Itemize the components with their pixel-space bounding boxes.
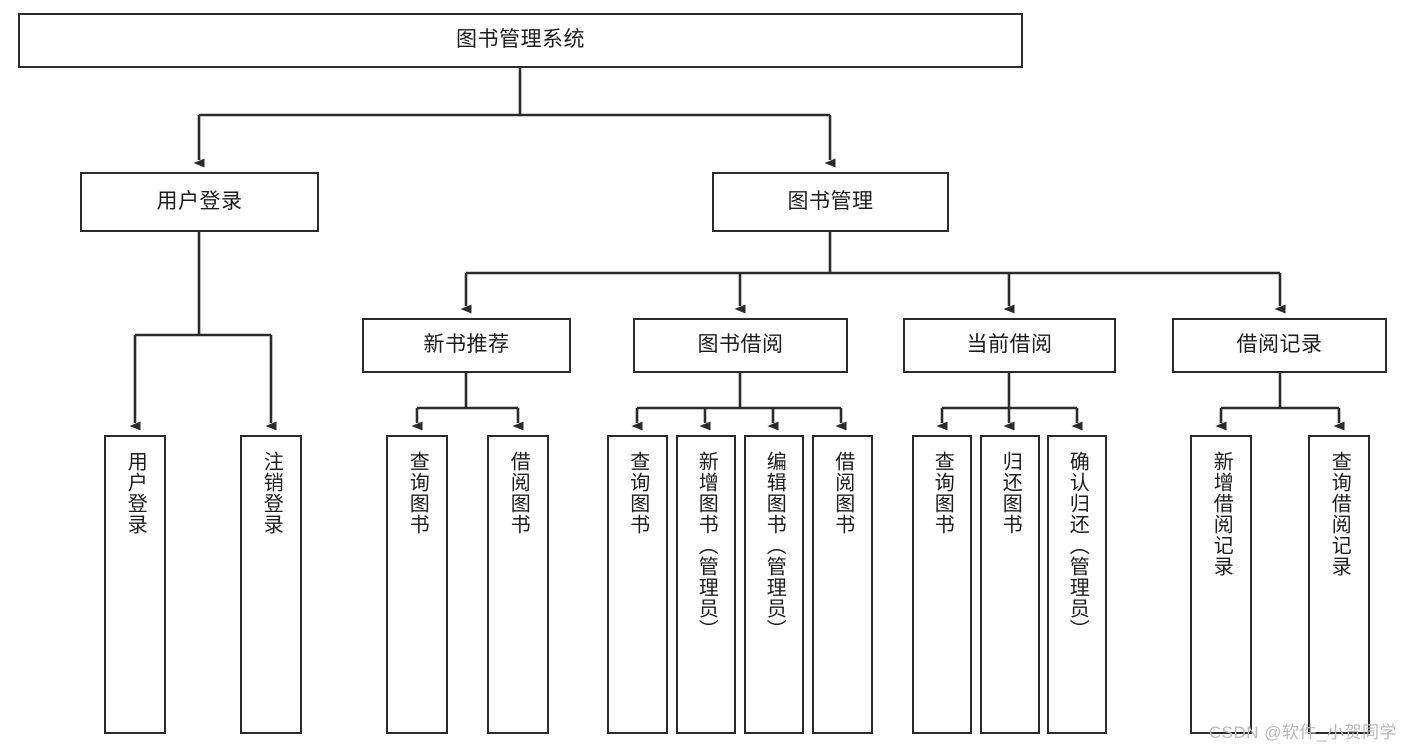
leaf-borrow-record-query[interactable]: 查询借阅记录 (1308, 435, 1370, 734)
node-label: 查询图书 (931, 451, 954, 535)
node-label: 编辑图书（管理员） (763, 451, 786, 640)
node-label: 新书推荐 (423, 333, 510, 357)
leaf-borrow-record-add[interactable]: 新增借阅记录 (1190, 435, 1252, 734)
node-label: 查询图书 (626, 451, 649, 535)
node-label: 当前借阅 (966, 333, 1053, 357)
leaf-book-borrow-borrow[interactable]: 借阅图书 (812, 435, 873, 734)
node-label: 确认归还（管理员） (1066, 451, 1089, 640)
node-label: 借阅图书 (831, 451, 854, 535)
node-label: 归还图书 (999, 451, 1022, 535)
leaf-user-login-login[interactable]: 用户登录 (104, 435, 166, 734)
leaf-book-borrow-edit[interactable]: 编辑图书（管理员） (744, 435, 804, 734)
node-label: 借阅记录 (1236, 333, 1323, 357)
node-book-management[interactable]: 图书管理 (712, 172, 949, 232)
node-label: 图书管理系统 (456, 28, 585, 52)
leaf-new-book-query[interactable]: 查询图书 (386, 435, 448, 734)
node-label: 新增借阅记录 (1210, 451, 1233, 577)
node-label: 新增图书（管理员） (695, 451, 718, 640)
node-label: 图书管理 (787, 189, 874, 213)
leaf-current-borrow-confirm-return[interactable]: 确认归还（管理员） (1047, 435, 1107, 734)
leaf-book-borrow-query[interactable]: 查询图书 (607, 435, 668, 734)
node-book-borrow[interactable]: 图书借阅 (633, 318, 848, 373)
leaf-book-borrow-add[interactable]: 新增图书（管理员） (676, 435, 736, 734)
node-label: 用户登录 (124, 451, 147, 535)
csdn-watermark: CSDN @软件_小贺同学 (1208, 723, 1397, 742)
leaf-user-login-logout[interactable]: 注销登录 (240, 435, 302, 734)
node-current-borrow[interactable]: 当前借阅 (903, 318, 1116, 373)
node-label: 查询图书 (406, 451, 429, 535)
node-new-book-recommend[interactable]: 新书推荐 (362, 318, 571, 373)
leaf-current-borrow-return[interactable]: 归还图书 (980, 435, 1040, 734)
node-label: 图书借阅 (697, 333, 784, 357)
node-root-system[interactable]: 图书管理系统 (18, 13, 1023, 68)
node-label: 查询借阅记录 (1328, 451, 1351, 577)
leaf-current-borrow-query[interactable]: 查询图书 (912, 435, 972, 734)
node-user-login[interactable]: 用户登录 (80, 172, 319, 232)
node-label: 用户登录 (156, 189, 243, 213)
node-borrow-record[interactable]: 借阅记录 (1172, 318, 1387, 373)
node-label: 注销登录 (260, 451, 283, 535)
node-label: 借阅图书 (507, 451, 530, 535)
leaf-new-book-borrow[interactable]: 借阅图书 (487, 435, 549, 734)
